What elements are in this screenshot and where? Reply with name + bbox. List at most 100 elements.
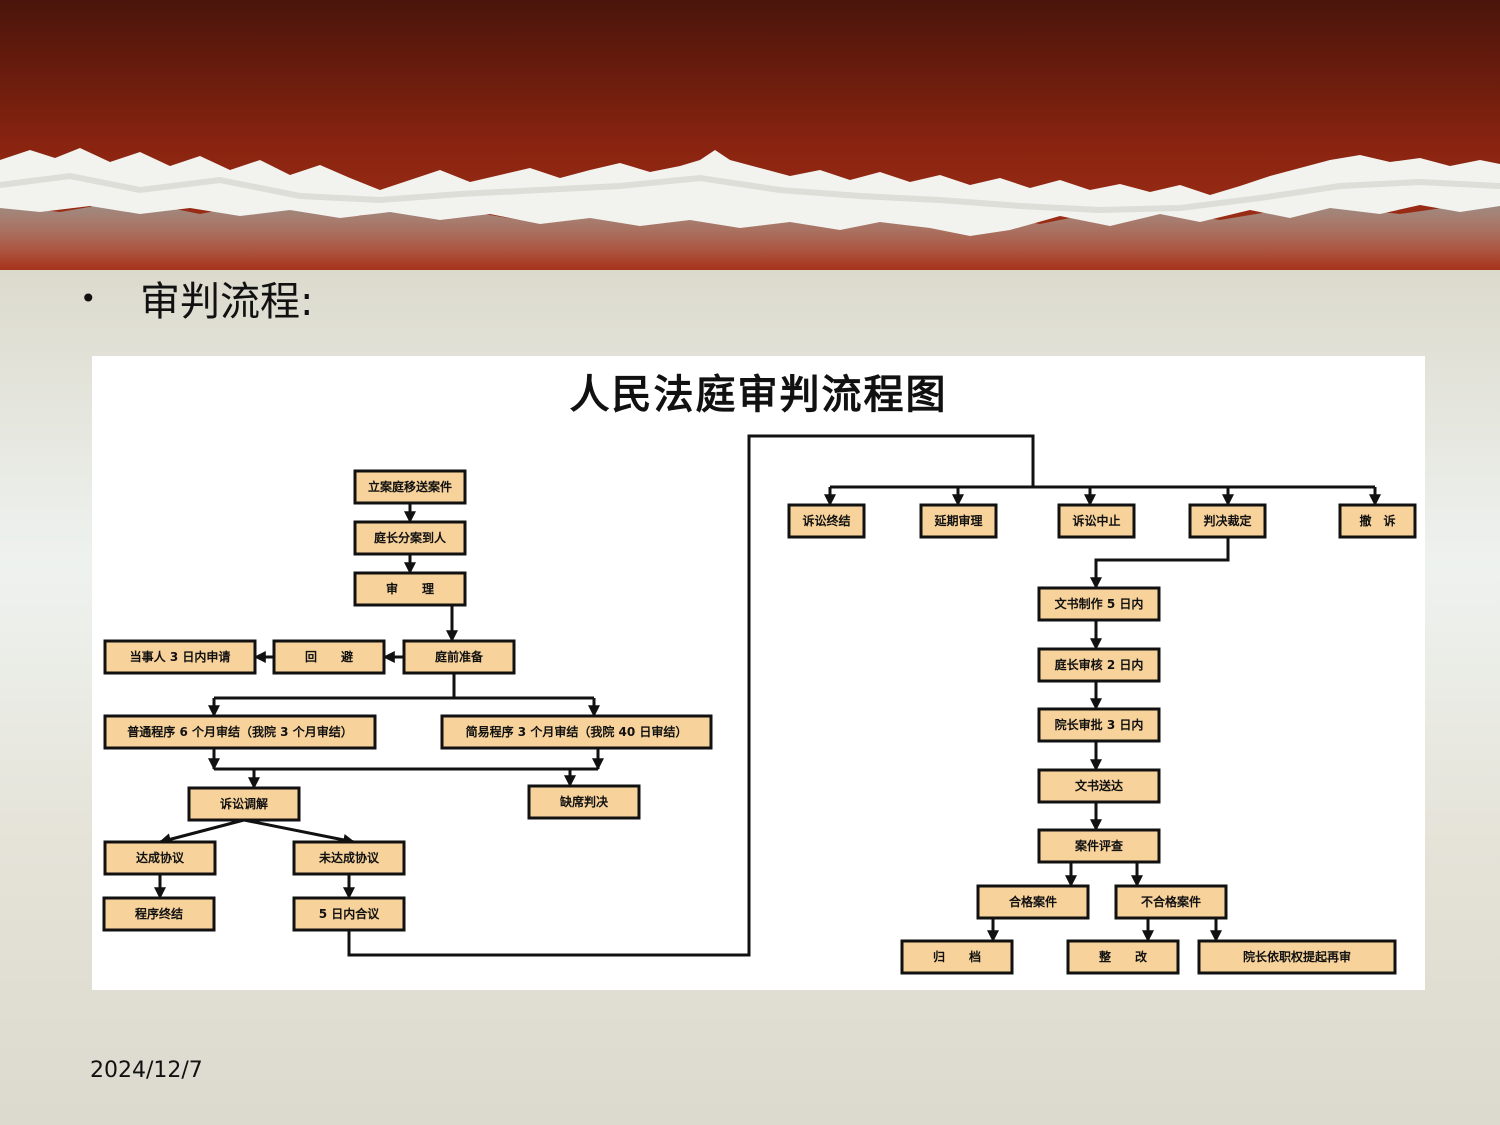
slide-heading: 审判流程:: [140, 279, 314, 325]
flow-node-meet5: 5 日内合议: [292, 896, 406, 932]
flow-node-withdraw: 撤 诉: [1338, 503, 1417, 539]
flow-node-approve3: 院长审批 3 日内: [1037, 707, 1161, 743]
flow-node-label: 案件评查: [1074, 838, 1124, 853]
flow-node-box: [353, 520, 467, 556]
flow-node-box: [1114, 884, 1228, 920]
flow-node-simple: 简易程序 3 个月审结（我院 40 日审结）: [440, 714, 713, 750]
flow-node-qualified: 合格案件: [976, 884, 1090, 920]
flow-node-label: 普通程序 6 个月审结（我院 3 个月审结）: [127, 724, 352, 739]
flow-node-judgment: 判决裁定: [1188, 503, 1267, 539]
flow-node-ordinary: 普通程序 6 个月审结（我院 3 个月审结）: [103, 714, 377, 750]
flow-node-prep: 庭前准备: [402, 639, 516, 675]
flow-arrow-16: [243, 818, 356, 846]
flow-node-box: [1338, 503, 1417, 539]
flow-node-mediation: 诉讼调解: [187, 786, 301, 822]
flow-node-box: [1037, 828, 1161, 864]
flow-node-rectify: 整 改: [1066, 939, 1180, 975]
flow-node-agree: 达成协议: [103, 840, 217, 876]
flow-node-doc5: 文书制作 5 日内: [1037, 586, 1161, 622]
flow-node-box: [1066, 939, 1180, 975]
flow-node-terminate: 诉讼终结: [787, 503, 866, 539]
flow-node-label: 文书送达: [1075, 778, 1123, 793]
slide-date: 2024/12/7: [90, 1058, 203, 1083]
flow-node-box: [440, 714, 713, 750]
flow-node-unqualified: 不合格案件: [1114, 884, 1228, 920]
flow-node-label: 达成协议: [136, 850, 185, 865]
flow-node-box: [900, 939, 1014, 975]
flow-node-default: 缺席判决: [527, 784, 641, 820]
flow-node-filing: 立案庭移送案件: [353, 469, 467, 505]
flow-node-label: 缺席判决: [560, 794, 609, 809]
flow-node-label: 未达成协议: [318, 850, 380, 865]
flow-node-label: 院长审批 3 日内: [1055, 717, 1144, 732]
flow-node-noagree: 未达成协议: [292, 840, 406, 876]
flow-node-box: [103, 714, 377, 750]
flow-node-box: [187, 786, 301, 822]
flow-node-archive: 归 档: [900, 939, 1014, 975]
flow-node-label: 不合格案件: [1141, 894, 1201, 909]
flow-node-box: [292, 896, 406, 932]
flow-node-box: [919, 503, 998, 539]
flow-node-box: [1188, 503, 1267, 539]
flow-node-label: 当事人 3 日内申请: [130, 649, 231, 664]
bullet-marker: •: [80, 281, 97, 315]
flow-node-box: [1057, 503, 1136, 539]
flow-node-box: [102, 896, 216, 932]
flow-node-box: [527, 784, 641, 820]
flow-node-box: [353, 571, 467, 607]
flow-node-label: 回 避: [305, 649, 353, 664]
flow-node-label: 撤 诉: [1359, 513, 1395, 528]
flow-node-box: [1037, 586, 1161, 622]
flow-node-suspend: 诉讼中止: [1057, 503, 1136, 539]
flow-arrow-19: [347, 434, 1035, 957]
flow-arrow-15: [158, 818, 245, 846]
flow-node-box: [1037, 647, 1161, 683]
flow-node-box: [292, 840, 406, 876]
flow-node-box: [402, 639, 516, 675]
flow-node-label: 文书制作 5 日内: [1055, 596, 1144, 611]
flow-node-retrial: 院长依职权提起再审: [1197, 939, 1397, 975]
flow-node-review2: 庭长审核 2 日内: [1037, 647, 1161, 683]
flow-arrow-26: [1090, 537, 1230, 590]
flowchart-title: 人民法庭审判流程图: [569, 372, 948, 418]
flow-node-assign: 庭长分案到人: [353, 520, 467, 556]
flow-node-label: 程序终结: [135, 906, 183, 921]
flow-node-label: 诉讼调解: [220, 796, 268, 811]
flowchart-connectors: [154, 434, 1381, 957]
flow-node-box: [103, 840, 217, 876]
flow-node-box: [976, 884, 1090, 920]
flow-node-box: [103, 639, 257, 675]
flow-node-label: 简易程序 3 个月审结（我院 40 日审结）: [466, 724, 688, 739]
flow-node-trial: 审 理: [353, 571, 467, 607]
flow-node-procend: 程序终结: [102, 896, 216, 932]
flow-node-delay: 延期审理: [919, 503, 998, 539]
flow-node-box: [1197, 939, 1397, 975]
flow-node-evaluate: 案件评查: [1037, 828, 1161, 864]
flowchart-panel: 人民法庭审判流程图 立案庭移送案件庭长分案到人审 理庭前准备 回 避 当事人 3 日…: [92, 356, 1425, 990]
flow-node-label: 合格案件: [1009, 894, 1057, 909]
flow-node-apply: 当事人 3 日内申请: [103, 639, 257, 675]
flow-node-label: 诉讼中止: [1072, 513, 1120, 528]
flow-node-recuse: 回 避: [272, 639, 386, 675]
flow-node-box: [353, 469, 467, 505]
flow-node-label: 判决裁定: [1203, 513, 1251, 528]
flow-node-label: 庭长审核 2 日内: [1055, 657, 1144, 672]
flow-node-label: 审 理: [386, 581, 434, 596]
flow-node-label: 庭前准备: [435, 649, 484, 664]
flow-node-label: 院长依职权提起再审: [1243, 949, 1351, 964]
flow-node-label: 延期审理: [933, 513, 982, 528]
flow-node-deliver: 文书送达: [1037, 768, 1161, 804]
bullet-row: • 审判流程:: [80, 268, 313, 328]
flow-node-label: 庭长分案到人: [374, 530, 447, 545]
torn-paper-banner: [0, 0, 1500, 270]
flow-node-box: [787, 503, 866, 539]
flow-node-label: 诉讼终结: [802, 513, 850, 528]
flow-node-box: [1037, 768, 1161, 804]
flow-node-box: [272, 639, 386, 675]
flow-node-label: 整 改: [1098, 949, 1148, 964]
flow-node-label: 5 日内合议: [319, 906, 381, 921]
flow-node-box: [1037, 707, 1161, 743]
flow-node-label: 立案庭移送案件: [368, 479, 452, 494]
